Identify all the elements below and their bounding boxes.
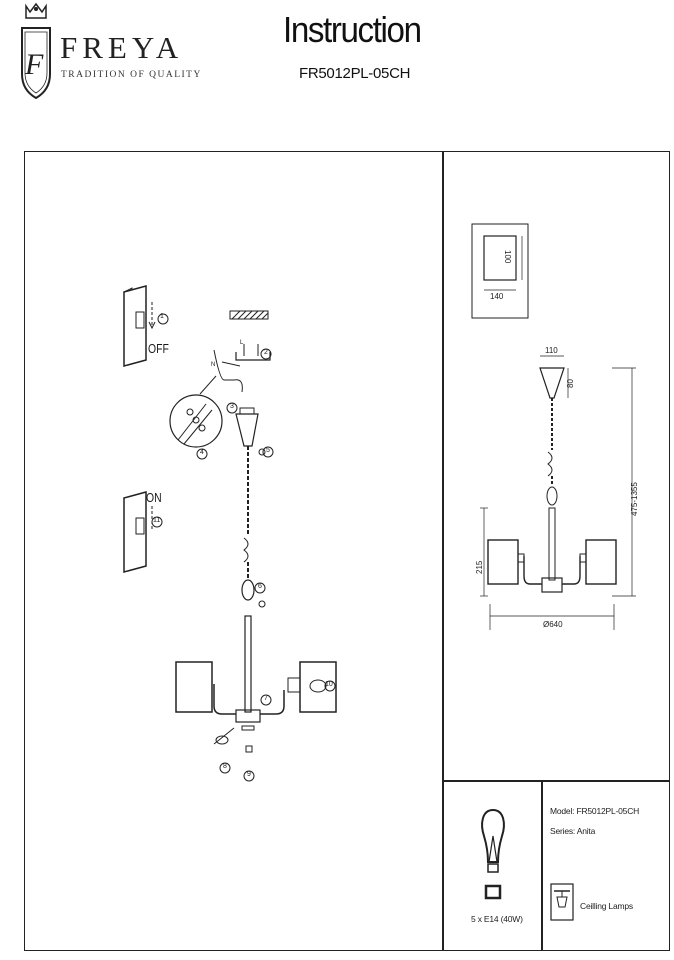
bulb-icon xyxy=(481,808,505,900)
bulb-spec: 5 x E14 (40W) xyxy=(471,914,523,924)
instruction-frame xyxy=(24,151,670,951)
brand-logo-shield-icon xyxy=(21,2,51,100)
step-label-3: 3 xyxy=(230,403,234,410)
brand-tagline: TRADITION OF QUALITY xyxy=(61,70,202,80)
page-title: Instruction xyxy=(283,9,422,50)
step-label-4: 4 xyxy=(200,449,204,456)
panel-divider-vertical xyxy=(442,151,444,951)
dim-shade-width: 140 xyxy=(490,292,504,301)
step-label-10: 10 xyxy=(325,681,333,688)
step-label-2: 2 xyxy=(264,349,268,356)
model-line: Model: FR5012PL-05CH xyxy=(550,806,640,816)
series-line: Series: Anita xyxy=(550,826,596,836)
brand-name: FREYA xyxy=(60,30,184,65)
info-divider-vertical xyxy=(541,780,543,951)
ceiling-lamp-icon xyxy=(550,883,574,921)
dim-diameter: Ø640 xyxy=(543,620,563,629)
dim-canopy-height: 80 xyxy=(566,379,575,388)
switch-on-label: ON xyxy=(146,490,162,505)
wiring-detail-circle xyxy=(169,394,223,448)
chain xyxy=(241,446,266,608)
step-label-6: 6 xyxy=(258,583,262,590)
dim-total-height: 475-1355 xyxy=(630,482,639,516)
wire-label-n: N xyxy=(211,362,216,368)
switch-off-step: 1 xyxy=(160,313,164,320)
step-label-7: 7 xyxy=(264,695,268,702)
wire-label-l: L xyxy=(240,340,244,346)
switch-off-diagram xyxy=(123,285,156,367)
model-code: FR5012PL-05CH xyxy=(299,65,411,82)
brand-logo-letter: F xyxy=(25,48,44,81)
switch-on-step: 11 xyxy=(153,517,161,524)
panel-divider-horizontal xyxy=(442,780,670,782)
switch-on-diagram xyxy=(123,491,153,573)
step-label-8: 8 xyxy=(223,763,227,770)
category-label: Ceilling Lamps xyxy=(580,901,633,911)
dim-canopy-width: 110 xyxy=(545,346,558,355)
ceiling-hatch xyxy=(229,310,269,320)
step-label-9: 9 xyxy=(247,771,251,778)
dim-shade-height: 100 xyxy=(503,250,512,264)
switch-off-label: OFF xyxy=(148,341,169,356)
step-label-5: 5 xyxy=(266,447,270,454)
dim-arm-height: 215 xyxy=(475,560,484,574)
